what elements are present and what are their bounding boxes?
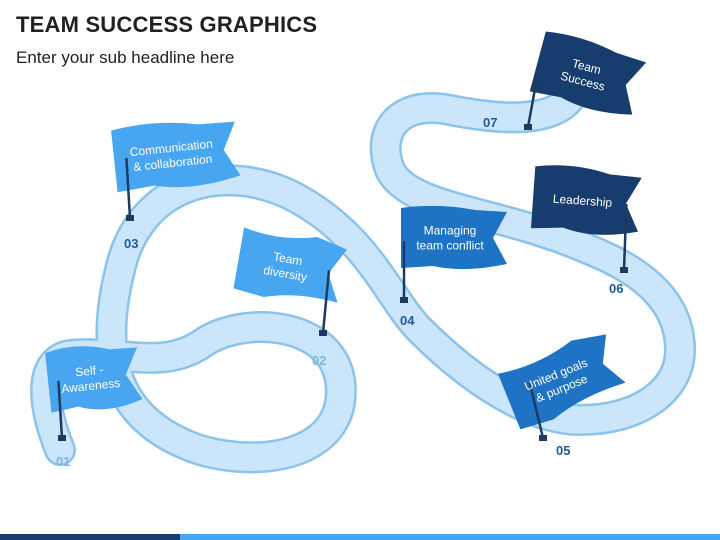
bottom-bar-segment: [180, 534, 720, 540]
flag-pole-base: [126, 215, 134, 221]
flag-pole: [528, 382, 545, 439]
step-number: 03: [124, 236, 138, 251]
flag-label-line: Team: [272, 249, 303, 268]
flag-pole: [321, 269, 331, 334]
winding-road: [30, 74, 696, 474]
flag-pole-base: [539, 435, 547, 441]
flag-label: Leadership: [552, 192, 613, 210]
step-number: 04: [400, 313, 415, 328]
flag-pole: [622, 204, 628, 271]
step-flag-01: Self -Awareness 01: [45, 346, 143, 469]
flags-layer: Self -Awareness 01 Teamdiversity02Communic…: [45, 31, 647, 469]
flag-label-line: Self -: [75, 363, 104, 380]
step-number: 07: [483, 115, 497, 130]
step-number: 06: [609, 281, 623, 296]
flag-pole-base: [319, 330, 327, 336]
page-title: TEAM SUCCESS GRAPHICS: [16, 12, 318, 37]
flag-pole: [57, 380, 64, 439]
flag-label-line: Awareness: [61, 376, 121, 396]
flag-banner: [497, 334, 626, 430]
flag-label-line: team conflict: [416, 239, 484, 253]
flag-pole: [526, 77, 539, 128]
flag-pole: [125, 158, 132, 219]
road-surface: [32, 76, 694, 471]
step-number: 05: [556, 443, 570, 458]
flag-label-line: Managing: [424, 224, 477, 238]
flag-pole-base: [620, 267, 628, 273]
flag-banner: [111, 121, 241, 193]
flag-banner: [45, 346, 143, 413]
flag-pole-base: [524, 124, 532, 130]
flag-pole-base: [58, 435, 66, 441]
flag-banner: [401, 205, 507, 270]
flag-label-line: Leadership: [552, 192, 613, 210]
page-subtitle: Enter your sub headline here: [16, 48, 235, 67]
step-flag-06: Leadership 06: [530, 165, 642, 296]
step-number: 02: [312, 353, 326, 368]
flag-banner: [233, 227, 347, 303]
flag-banner: [530, 165, 642, 235]
flag-banner: [529, 31, 647, 115]
bottom-bar-segment: [0, 534, 180, 540]
step-number: 01: [56, 454, 70, 469]
flag-pole-base: [400, 297, 408, 303]
bottom-accent-bar: [0, 534, 720, 540]
flag-label: Self -Awareness: [59, 361, 121, 396]
